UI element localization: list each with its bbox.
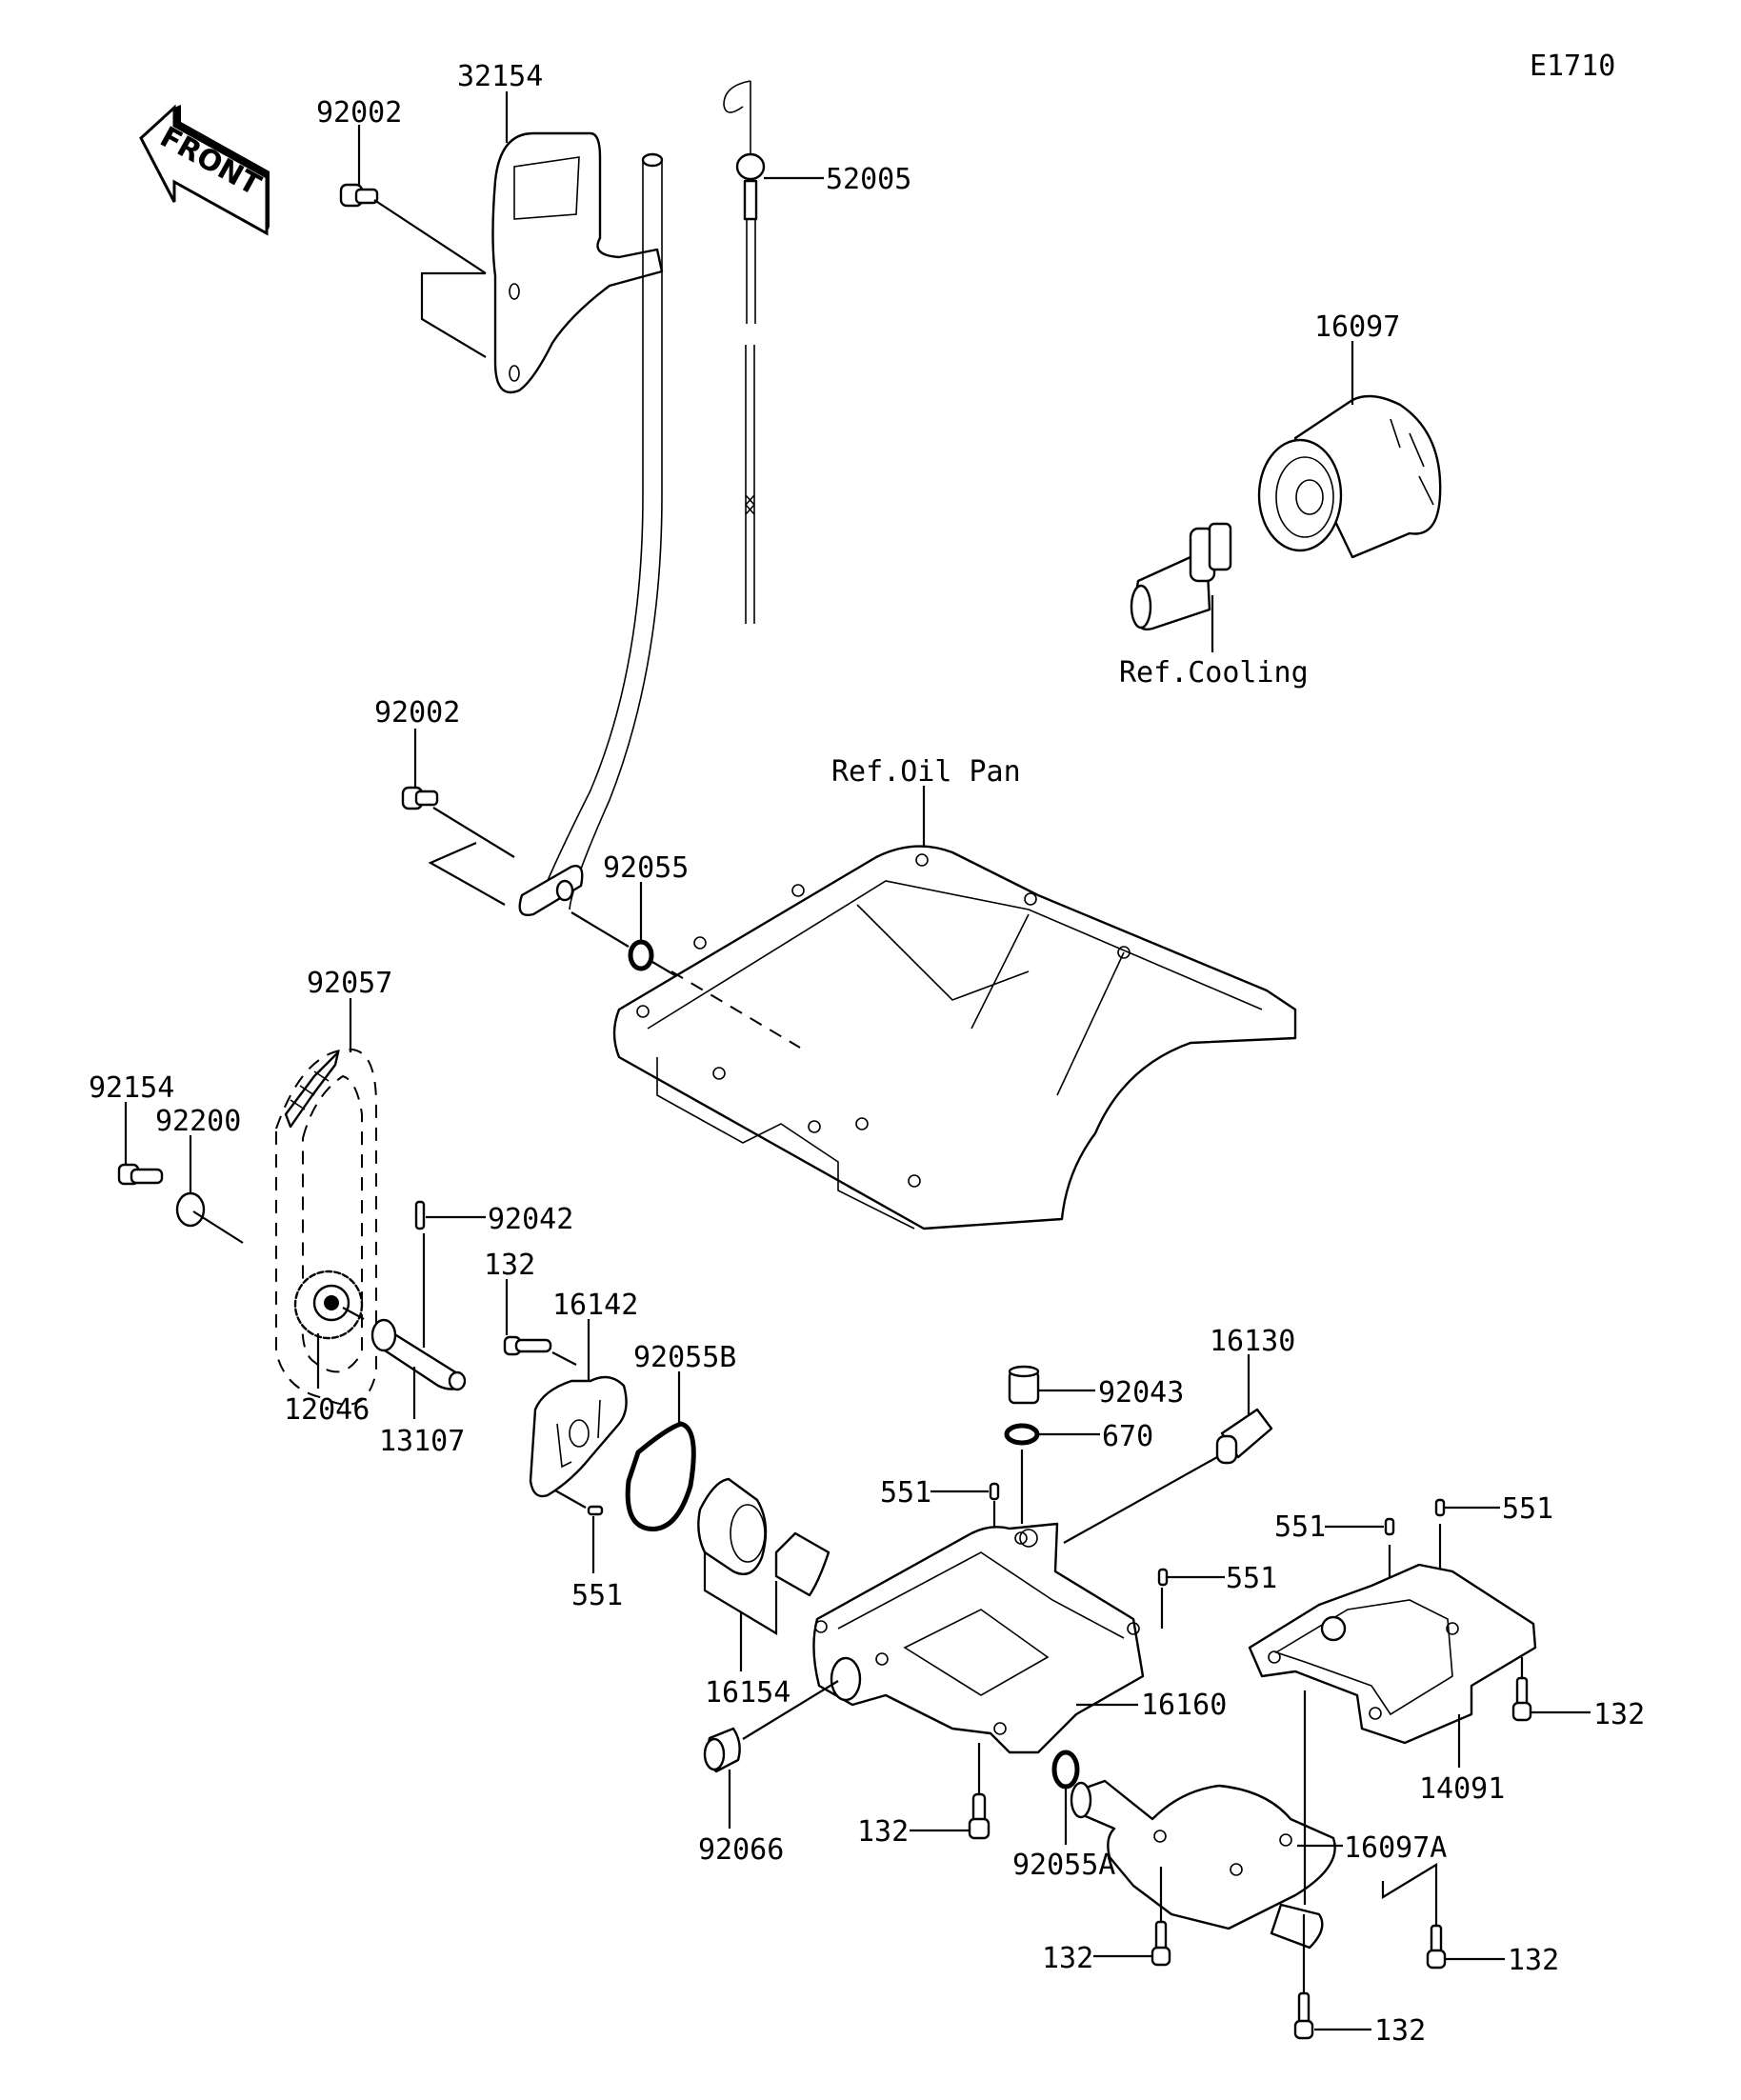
- bolt-132-pump: [503, 1335, 552, 1356]
- label-16130: 16130: [1210, 1325, 1295, 1358]
- bolt-132-right: [1511, 1676, 1532, 1722]
- label-12046: 12046: [284, 1393, 370, 1427]
- label-551-b: 551: [1226, 1562, 1277, 1595]
- label-92066: 92066: [698, 1833, 784, 1867]
- label-132-main: 132: [857, 1815, 909, 1849]
- dowel-551-pump: [587, 1505, 604, 1516]
- pump-housing-16160: [812, 1522, 1145, 1754]
- diagram-code: E1710: [1530, 50, 1615, 83]
- label-132-bottom-left: 132: [1042, 1942, 1093, 1975]
- ref-cooling-label: Ref.Cooling: [1119, 656, 1309, 690]
- label-16160: 16160: [1141, 1689, 1227, 1722]
- bolt-92002-top: [339, 183, 379, 208]
- rotor-set-16154: [697, 1477, 830, 1597]
- bolt-132-bottom: [1293, 1991, 1314, 2040]
- dowel-551-d: [1434, 1498, 1446, 1517]
- collar-92043: [1008, 1365, 1040, 1405]
- dowel-551-a: [989, 1482, 1000, 1501]
- oil-filter-16097: [1257, 394, 1442, 559]
- label-92154: 92154: [89, 1071, 174, 1105]
- dowel-551-b: [1157, 1568, 1169, 1587]
- o-ring-92055A: [1051, 1750, 1080, 1790]
- front-arrow-icon: FRONT: [139, 104, 270, 236]
- chain-92057: [275, 1048, 377, 1406]
- label-92002-mid: 92002: [374, 696, 460, 730]
- label-132-bottom: 132: [1374, 2014, 1426, 2048]
- bolt-92154: [117, 1163, 164, 1186]
- label-16154: 16154: [705, 1676, 790, 1710]
- washer-92200: [175, 1191, 206, 1228]
- label-32154: 32154: [457, 60, 543, 93]
- o-ring-92055: [628, 939, 654, 971]
- bracket-32154: [491, 131, 664, 394]
- filter-cover-16097A: [1070, 1779, 1336, 1950]
- label-132-pump: 132: [484, 1249, 535, 1282]
- dowel-551-c: [1384, 1517, 1395, 1536]
- label-92055B: 92055B: [633, 1341, 736, 1374]
- plug-92066: [703, 1727, 741, 1773]
- label-92055: 92055: [603, 851, 689, 885]
- bolt-92002-mid: [401, 786, 439, 810]
- label-551-pump: 551: [571, 1579, 623, 1612]
- gasket-92055B: [625, 1421, 696, 1531]
- label-16142: 16142: [552, 1289, 638, 1322]
- o-ring-670: [1004, 1423, 1040, 1446]
- label-16097A: 16097A: [1344, 1831, 1447, 1865]
- label-14091: 14091: [1419, 1772, 1505, 1806]
- label-132-bottom-right: 132: [1508, 1944, 1559, 1977]
- dipstick-52005: [723, 80, 766, 624]
- label-551-a: 551: [880, 1476, 931, 1510]
- label-551-c: 551: [1274, 1510, 1326, 1544]
- bolt-132-bottom-left: [1151, 1920, 1171, 1967]
- label-92055A: 92055A: [1012, 1849, 1115, 1882]
- label-132-right: 132: [1593, 1698, 1645, 1731]
- label-92042: 92042: [488, 1203, 573, 1236]
- ref-oil-pan-label: Ref.Oil Pan: [831, 755, 1021, 789]
- label-670: 670: [1102, 1420, 1153, 1453]
- label-16097: 16097: [1314, 310, 1400, 344]
- shaft-13107: [370, 1318, 467, 1391]
- pump-cover-16142: [529, 1375, 628, 1498]
- label-551-d: 551: [1502, 1492, 1553, 1526]
- label-92057: 92057: [307, 967, 392, 1000]
- oil-filler-tube: [518, 152, 664, 916]
- pin-92042: [414, 1200, 426, 1230]
- oil-pan: [612, 845, 1297, 1230]
- label-92200: 92200: [155, 1105, 241, 1138]
- cooling-fitting: [1130, 522, 1232, 630]
- oil-screen-14091: [1248, 1563, 1537, 1745]
- label-92043: 92043: [1098, 1376, 1184, 1410]
- bolt-132-bottom-right: [1426, 1924, 1447, 1970]
- relief-valve-16130: [1215, 1408, 1273, 1465]
- label-92002-top: 92002: [316, 96, 402, 130]
- bolt-132-main: [968, 1792, 991, 1840]
- sprocket-12046: [293, 1270, 364, 1340]
- label-52005: 52005: [826, 163, 911, 196]
- label-13107: 13107: [379, 1425, 465, 1458]
